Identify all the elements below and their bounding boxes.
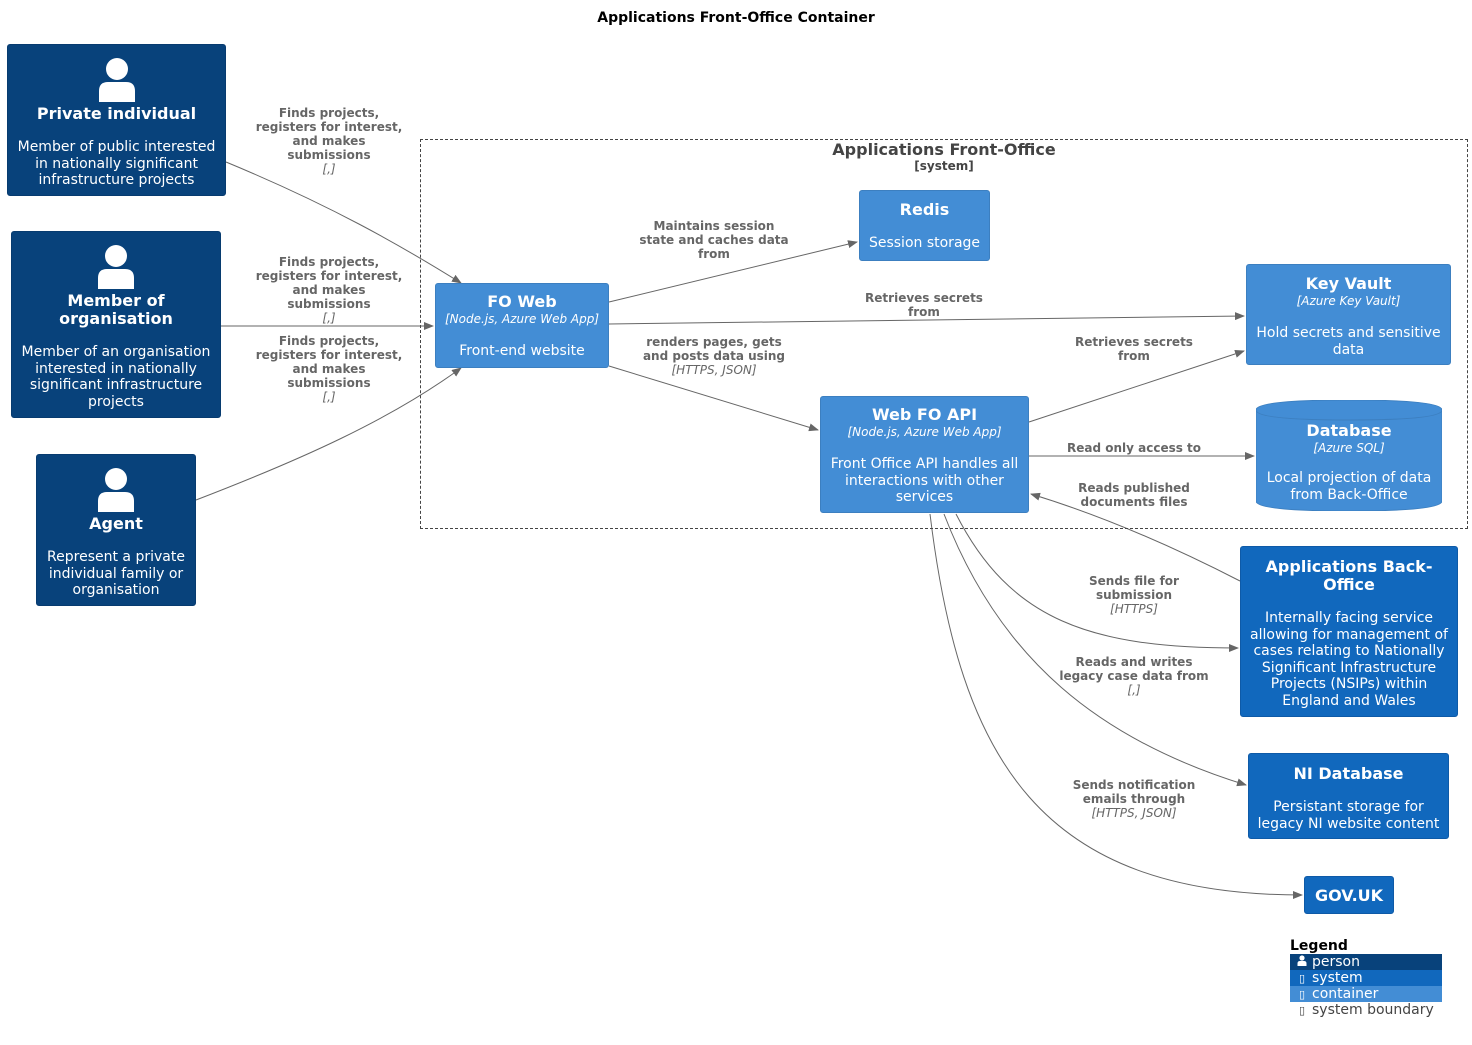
system-boundary [420,139,1468,529]
person-icon [98,468,134,512]
legend: Legend person ▯ system ▯ container ▯ system… [1290,938,1442,1018]
edge-label-private-to-web: Finds projects, registers for interest, … [255,106,403,176]
edge-label-agent-to-web: Finds projects, registers for interest, … [255,334,403,404]
edge-web-to-redis [608,240,858,303]
person-icon [98,245,134,289]
edge-api-to-govuk [929,513,1303,899]
system-ni-database[interactable]: NI Database Persistant storage for legac… [1248,753,1449,839]
database-cylinder-icon [1256,400,1442,511]
edge-api-to-keyvault [1028,350,1245,423]
system-desc: Internally facing service allowing for m… [1250,610,1448,709]
edge-label-backoffice-to-api: Reads published documents files [1078,481,1190,509]
person-desc: Represent a private individual family or… [47,549,185,598]
container-desc: Session storage [868,235,981,251]
edge-label-member-to-web: Finds projects, registers for interest, … [255,255,403,325]
container-name: FO Web [487,292,557,311]
container-name: Redis [899,200,950,219]
person-desc: Member of an organisation interested in … [21,344,211,410]
person-name: Agent [89,514,143,533]
container-desc: Hold secrets and sensitive data [1256,325,1441,358]
box-icon: ▯ [1298,972,1306,985]
person-name: Private individual [36,104,197,123]
container-tech: [Node.js, Azure Web App] [847,425,1002,439]
person-agent[interactable]: Agent Represent a private individual fam… [36,454,196,606]
edge-api-to-ni [943,513,1247,787]
edge-web-to-api [608,365,819,432]
legend-title: Legend [1290,938,1348,954]
container-desc: Local projection of data from Back-Offic… [1266,470,1432,503]
boundary-name: Applications Front-Office [832,140,1056,159]
system-desc: Persistant storage for legacy NI website… [1257,799,1440,832]
legend-item-container: ▯ container [1290,986,1442,1002]
person-member-of-organisation[interactable]: Member of organisation Member of an orga… [11,231,221,418]
legend-label: container [1312,986,1379,1002]
edge-label-api-to-database: Read only access to [1066,441,1202,455]
person-private-individual[interactable]: Private individual Member of public inte… [7,44,226,196]
legend-label: system boundary [1312,1002,1434,1018]
container-name: Database [1306,421,1392,440]
container-tech: [Azure Key Vault] [1296,294,1401,308]
legend-label: system [1312,970,1363,986]
edge-label-api-to-backoffice: Sends file for submission [HTTPS] [1089,574,1179,616]
edge-backoffice-to-api [1030,492,1241,582]
legend-item-boundary: ▯ system boundary [1290,1002,1442,1018]
container-redis[interactable]: Redis Session storage [859,190,990,261]
edge-api-to-backoffice [955,513,1239,652]
container-tech: [Azure SQL] [1313,441,1385,455]
container-name: Web FO API [871,405,978,424]
box-icon: ▯ [1298,988,1306,1001]
legend-item-system: ▯ system [1290,970,1442,986]
system-name: NI Database [1293,764,1404,783]
edge-private-to-web [225,161,462,284]
container-tech: [Node.js, Azure Web App] [444,312,600,326]
edge-agent-to-web [195,367,462,501]
system-gov-uk[interactable]: GOV.UK [1304,876,1394,914]
edge-label-web-to-keyvault: Retrieves secrets from [865,291,983,319]
container-fo-web[interactable]: FO Web [Node.js, Azure Web App] Front-en… [435,283,609,368]
edge-label-api-to-govuk: Sends notification emails through [HTTPS… [1072,778,1196,820]
system-name: Applications Back-Office [1265,557,1433,594]
person-desc: Member of public interested in nationall… [17,139,216,188]
edge-label-api-to-ni: Reads and writes legacy case data from [… [1059,655,1209,697]
container-web-fo-api[interactable]: Web FO API [Node.js, Azure Web App] Fron… [820,396,1029,513]
container-desc: Front Office API handles all interaction… [830,456,1019,505]
container-name: Key Vault [1305,274,1392,293]
box-icon: ▯ [1298,1004,1306,1017]
system-applications-back-office[interactable]: Applications Back-Office Internally faci… [1240,546,1458,717]
edge-label-api-to-keyvault: Retrieves secrets from [1075,335,1193,363]
container-key-vault[interactable]: Key Vault [Azure Key Vault] Hold secrets… [1246,264,1451,365]
person-name: Member of organisation [59,291,173,328]
container-database[interactable]: Database [Azure SQL] Local projection of… [1256,400,1442,511]
boundary-type: [system] [914,159,974,173]
person-icon [98,58,135,102]
diagram-title: Applications Front-Office Container [597,10,875,26]
boundary-title: Applications Front-Office [system] [420,140,1468,172]
edge-label-web-to-redis: Maintains session state and caches data … [639,219,789,261]
system-name: GOV.UK [1314,886,1384,905]
legend-item-person: person [1290,954,1442,970]
person-icon [1296,955,1308,971]
container-desc: Front-end website [459,343,585,359]
edge-label-web-to-api: renders pages, gets and posts data using… [642,335,786,377]
edge-web-to-keyvault [608,312,1245,325]
legend-label: person [1312,954,1360,970]
